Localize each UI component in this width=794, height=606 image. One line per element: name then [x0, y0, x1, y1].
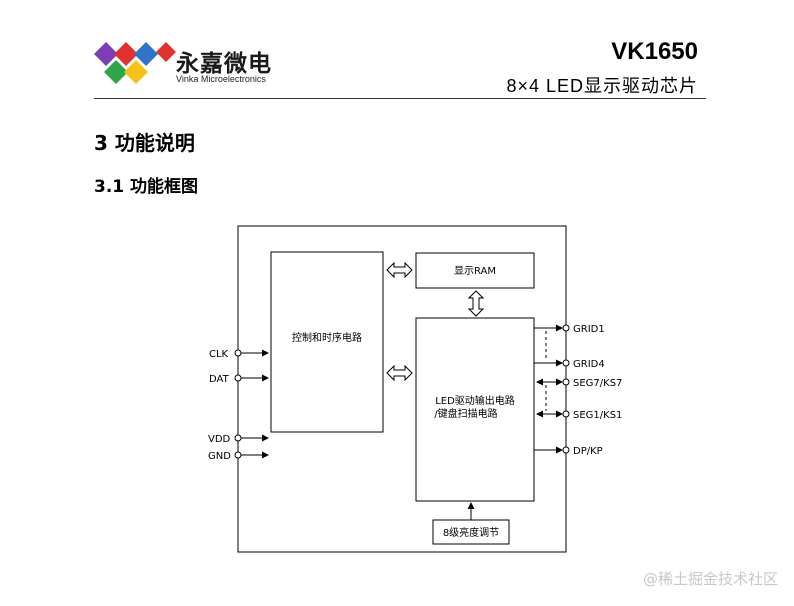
company-name-en: Vinka Microelectronics [176, 74, 266, 84]
chip-outline [237, 225, 567, 553]
display-ram-block [415, 252, 535, 289]
seg7-pin-label: SEG7/KS7 [573, 378, 622, 389]
led-driver-block [415, 317, 535, 502]
dp-pin-label: DP/KP [573, 446, 603, 457]
company-logo-icon [94, 42, 176, 84]
subsection-heading: 3.1 功能框图 [94, 177, 199, 197]
display-ram-label: 显示RAM [454, 265, 496, 277]
gnd-pin-icon [234, 451, 242, 459]
grid1-pin-icon [562, 324, 570, 332]
doc-subtitle: 8×4 LED显示驱动芯片 [506, 76, 698, 96]
section-heading: 3 功能说明 [94, 131, 195, 155]
gnd-pin-label: GND [208, 451, 231, 462]
seg7-pin-icon [562, 378, 570, 386]
ram-driver-bus-arrow [467, 290, 485, 317]
grid4-pin-label: GRID4 [573, 359, 605, 370]
grid1-pin-label: GRID1 [573, 324, 605, 335]
vdd-pin-icon [234, 434, 242, 442]
control-ram-bus-arrow [386, 261, 413, 279]
vdd-pin-label: VDD [208, 434, 231, 445]
clk-pin-label: CLK [209, 349, 229, 360]
seg1-pin-icon [562, 410, 570, 418]
led-driver-label-line2: /键盘扫描电路 [434, 407, 497, 420]
doc-code: VK1650 [611, 38, 698, 65]
control-timing-label: 控制和时序电路 [292, 331, 362, 344]
company-name: 永嘉微电 [176, 51, 272, 77]
dat-pin-label: DAT [209, 374, 230, 385]
brightness-label: 8级亮度调节 [443, 526, 499, 539]
seg1-pin-label: SEG1/KS1 [573, 410, 622, 421]
dat-pin-icon [234, 374, 242, 382]
clk-pin-icon [234, 349, 242, 357]
control-timing-block [270, 251, 384, 433]
led-driver-label-line1: LED驱动输出电路 [435, 394, 515, 407]
dp-pin-icon [562, 446, 570, 454]
watermark: @稀土掘金技术社区 [642, 570, 778, 588]
header-divider [94, 98, 706, 99]
control-driver-bus-arrow [386, 364, 413, 382]
grid4-pin-icon [562, 359, 570, 367]
